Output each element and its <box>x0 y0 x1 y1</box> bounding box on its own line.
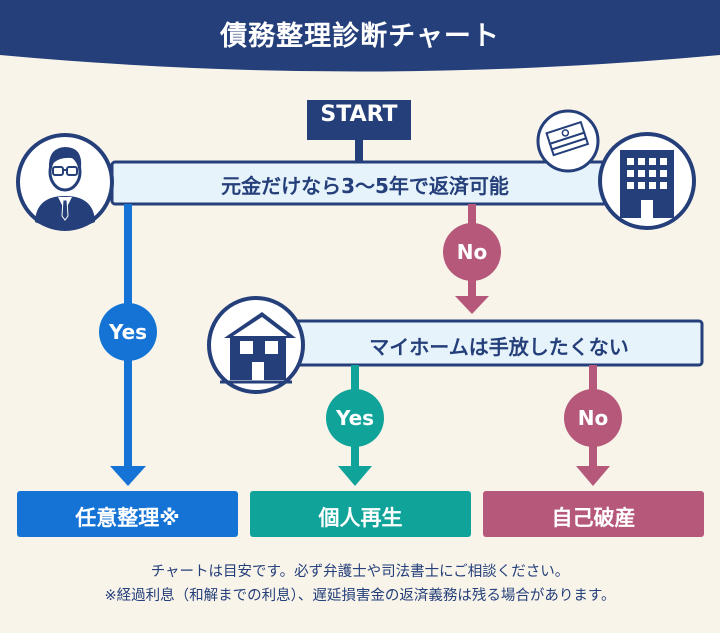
office-building-icon <box>598 132 696 230</box>
yes2-label: Yes <box>335 406 375 430</box>
footnote-line2: ※経過利息（和解までの利息）、遅延損害金の返済義務は残る場合があります。 <box>104 588 616 604</box>
question1-text: 元金だけなら3〜5年で返済可能 <box>221 174 509 198</box>
yes2-arrowhead <box>338 466 372 486</box>
footnote-line1: チャートは目安です。必ず弁護士や司法書士にご相談ください。 <box>150 564 570 580</box>
result-bankruptcy-label: 自己破産 <box>551 506 636 530</box>
no1-arrowhead <box>455 296 489 314</box>
start-connector <box>355 140 363 162</box>
yes1-bubble <box>99 303 157 361</box>
yes1-label: Yes <box>108 320 148 344</box>
house-icon <box>207 296 305 394</box>
result-rehabilitation-box <box>250 491 471 537</box>
page-title: 債務整理診断チャート <box>220 21 500 52</box>
yes2-bubble <box>326 389 384 447</box>
yes1-arrowhead <box>110 466 146 486</box>
cash-stack-icon <box>536 109 600 173</box>
start-box <box>307 100 411 140</box>
no2-label: No <box>577 406 609 430</box>
header-banner <box>0 0 720 72</box>
result-voluntary-label: 任意整理※ <box>75 506 180 530</box>
result-voluntary-box <box>17 491 238 537</box>
no2-arrowhead <box>576 466 610 486</box>
no1-label: No <box>456 240 488 264</box>
start-label: START <box>320 102 398 127</box>
result-rehabilitation-label: 個人再生 <box>318 506 403 530</box>
no2-bubble <box>564 389 622 447</box>
question2-text: マイホームは手放したくない <box>369 335 629 359</box>
businessman-icon <box>16 133 114 231</box>
result-bankruptcy-box <box>483 491 704 537</box>
no1-bubble <box>443 223 501 281</box>
